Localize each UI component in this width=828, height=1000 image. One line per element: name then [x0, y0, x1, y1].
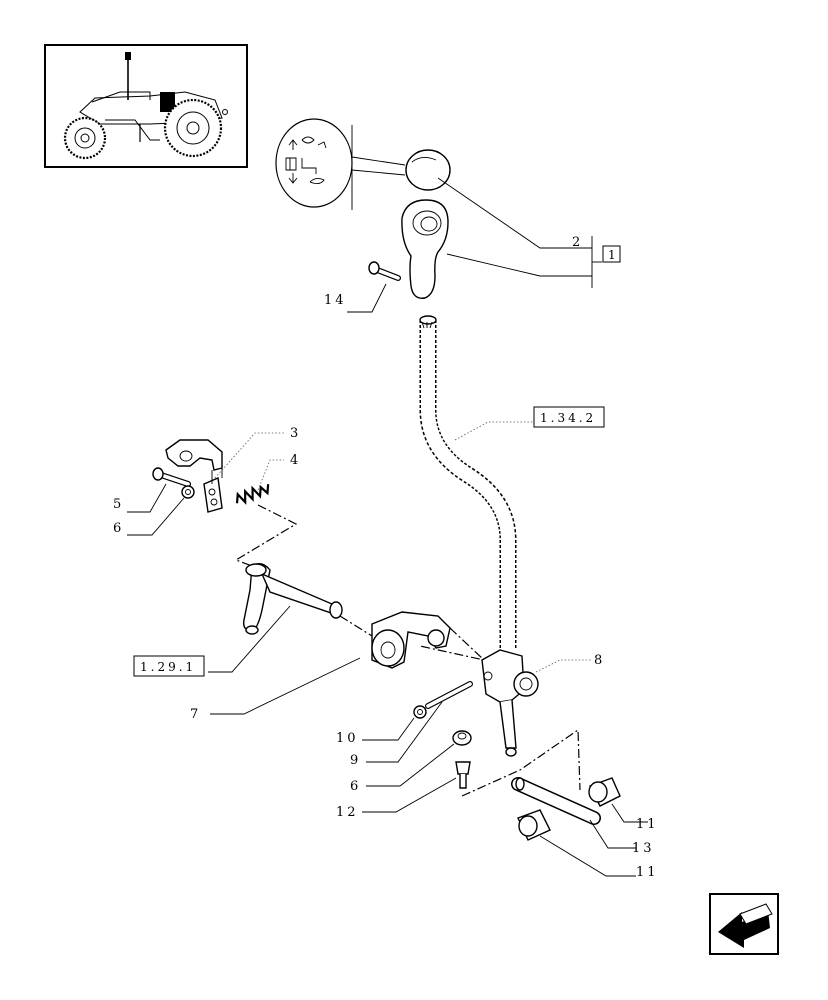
callout-7: 7	[190, 707, 201, 722]
screw-5	[152, 467, 191, 487]
lever-handle	[401, 199, 449, 299]
callout-3: 3	[290, 426, 301, 441]
ref-lever-label: 1.34.2	[540, 411, 596, 425]
lever-7	[371, 611, 451, 669]
callout-8: 8	[594, 653, 605, 668]
shift-pattern-decal	[275, 118, 353, 208]
screw-14	[368, 261, 401, 281]
callout-5: 5	[113, 497, 124, 512]
spring-4	[235, 484, 270, 505]
ref-box-shaft	[133, 655, 205, 677]
selector-shaft	[242, 563, 343, 635]
group-box	[602, 245, 621, 263]
callout-9: 9	[350, 753, 361, 768]
callout-13: 13	[632, 841, 655, 856]
washer-6-lower	[452, 730, 472, 746]
callout-12: 12	[336, 805, 359, 820]
ref-shaft-label: 1.29.1	[140, 660, 196, 674]
tractor-thumbnail	[44, 44, 248, 168]
stud-12	[455, 761, 471, 789]
callout-14: 14	[324, 293, 347, 308]
back-arrow-icon[interactable]	[709, 893, 779, 955]
washer-6-upper	[181, 485, 195, 499]
callout-11-right: 11	[636, 817, 659, 832]
callout-10: 10	[336, 731, 359, 746]
bushing-11-right	[588, 777, 621, 807]
callout-6-lower: 6	[350, 779, 361, 794]
bushing-11-lower	[517, 809, 551, 841]
callout-4: 4	[290, 453, 301, 468]
pivot-hub-8	[481, 649, 539, 757]
callout-11-lower: 11	[636, 865, 659, 880]
callout-6-upper: 6	[113, 521, 124, 536]
callout-2: 2	[572, 235, 583, 250]
bracket-3	[165, 439, 223, 513]
pin-13	[511, 777, 601, 825]
clip-10	[413, 705, 427, 719]
gear-lever-rod	[419, 315, 517, 650]
ref-box-lever	[533, 406, 605, 428]
tractor-icon	[63, 52, 228, 160]
group-box-label: 1	[608, 248, 619, 262]
knob-ball	[405, 149, 451, 191]
pin-9	[425, 681, 473, 709]
